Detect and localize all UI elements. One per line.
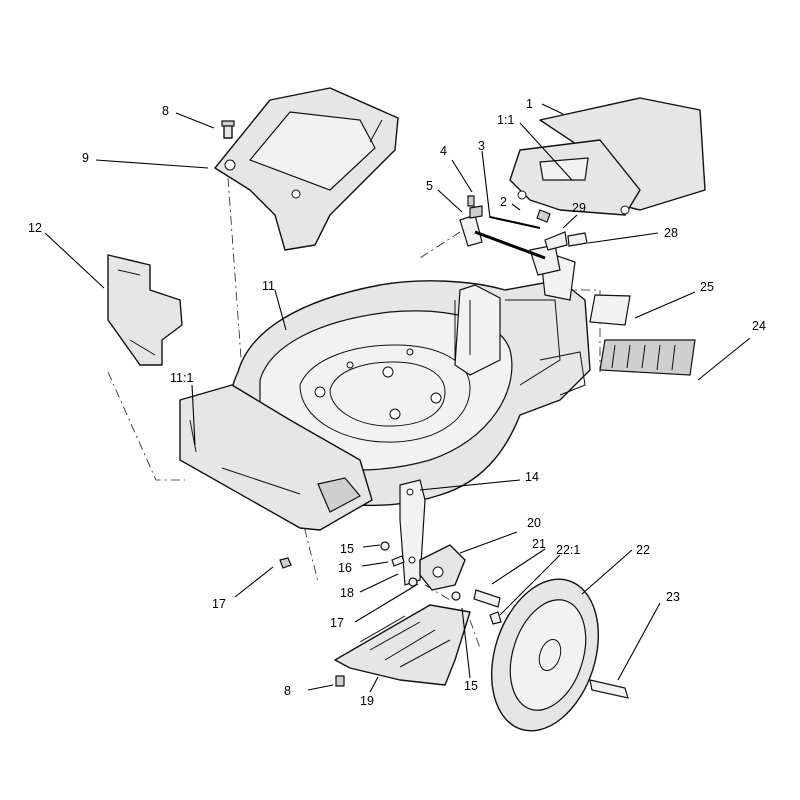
rear-hood [509,97,706,216]
callout-labels: 1 1:1 2 3 4 5 8 8 9 11 11:1 12 14 15 15 … [28,97,766,708]
leader-lines [44,103,751,693]
front-height-bracket [399,479,466,591]
callout-17-right: 17 [330,616,344,630]
hardware [279,541,502,625]
callout-1-1: 1:1 [497,113,514,127]
side-deflector [107,254,183,366]
callout-29: 29 [572,201,586,215]
callout-1: 1 [526,97,533,111]
callout-15-lower: 15 [464,679,478,693]
callout-19: 19 [360,694,374,708]
callout-14: 14 [525,470,539,484]
callout-3: 3 [478,139,485,153]
callout-5: 5 [426,179,433,193]
callout-4: 4 [440,144,447,158]
rear-flap-parts [589,294,696,376]
callout-25: 25 [700,280,714,294]
rear-axle-assembly [459,195,588,276]
callout-20: 20 [527,516,541,530]
callout-22: 22 [636,543,650,557]
callout-28: 28 [664,226,678,240]
front-wheel [490,578,629,732]
callout-16: 16 [338,561,352,575]
callout-22-1: 22:1 [556,543,580,557]
callout-18: 18 [340,586,354,600]
callout-23: 23 [666,590,680,604]
callout-8-bottom: 8 [284,684,291,698]
callout-8-top: 8 [162,104,169,118]
callout-11-1: 11:1 [170,371,193,385]
callout-15-upper: 15 [340,542,354,556]
callout-24: 24 [752,319,766,333]
callout-17-left: 17 [212,597,226,611]
callout-21: 21 [532,537,546,551]
callout-11: 11 [262,279,275,293]
callout-12: 12 [28,221,42,235]
callout-9: 9 [82,151,89,165]
callout-2: 2 [500,195,507,209]
rear-door [214,87,399,251]
mulch-plate [334,604,471,687]
front-skirt [179,384,373,531]
